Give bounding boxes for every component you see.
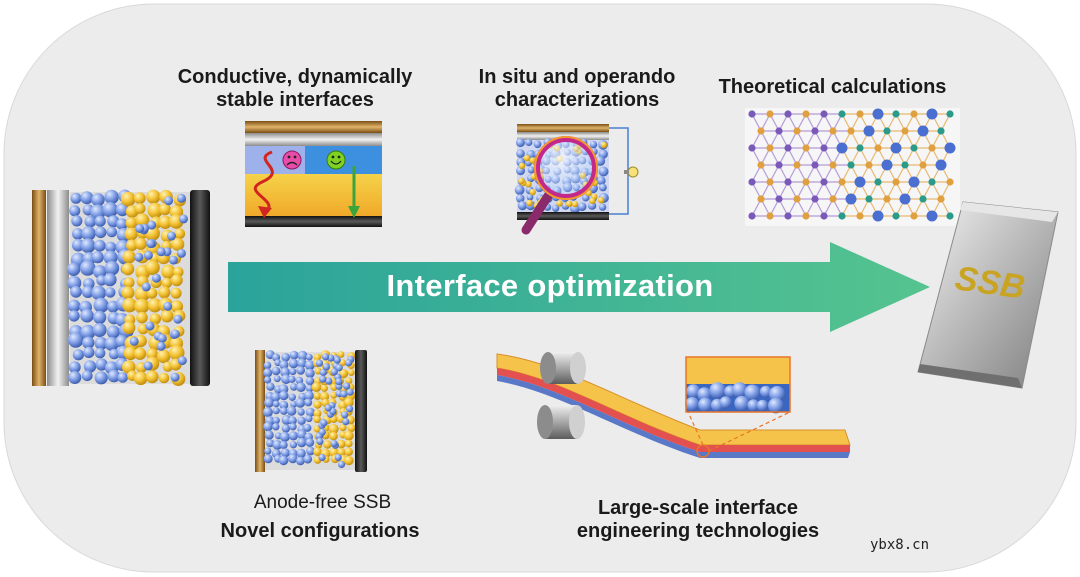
lattice-illustration — [745, 108, 960, 226]
conductive-interface-illustration — [245, 121, 382, 227]
happy-face-icon — [326, 150, 346, 170]
anode-free-cell-illustration — [255, 350, 367, 472]
bottom-roller — [537, 405, 585, 439]
roll-to-roll-illustration — [496, 352, 851, 458]
label-large-scale-line1: Large-scale interface — [597, 497, 799, 519]
label-conductive-line1: Conductive, dynamically — [177, 66, 413, 88]
watermark: ybx8.cn — [870, 537, 930, 553]
label-conductive-line2: stable interfaces — [216, 89, 374, 111]
large-cell-illustration — [32, 189, 210, 386]
magnifier-icon — [521, 136, 598, 235]
interface-optimization-arrow — [228, 242, 930, 332]
interface-zoom-inset — [685, 356, 791, 414]
sad-face-icon — [282, 150, 302, 170]
label-insitu-line1: In situ and operando — [478, 66, 676, 88]
label-large-scale-line2: engineering technologies — [576, 520, 820, 542]
label-insitu: In situ and operando characterizations — [452, 66, 702, 112]
label-anode-free: Anode-free SSB — [253, 492, 392, 513]
label-conductive: Conductive, dynamically stable interface… — [150, 66, 440, 112]
label-theoretical: Theoretical calculations — [718, 76, 947, 98]
label-novel-configurations: Novel configurations — [220, 520, 420, 542]
in-situ-illustration — [514, 124, 639, 235]
lightbulb-icon — [624, 166, 639, 178]
ssb-pouch-cell — [917, 201, 1059, 389]
label-insitu-line2: characterizations — [494, 89, 660, 111]
label-large-scale: Large-scale interface engineering techno… — [548, 497, 848, 543]
arrow-label: Interface optimization — [386, 268, 714, 303]
top-roller — [540, 352, 586, 384]
